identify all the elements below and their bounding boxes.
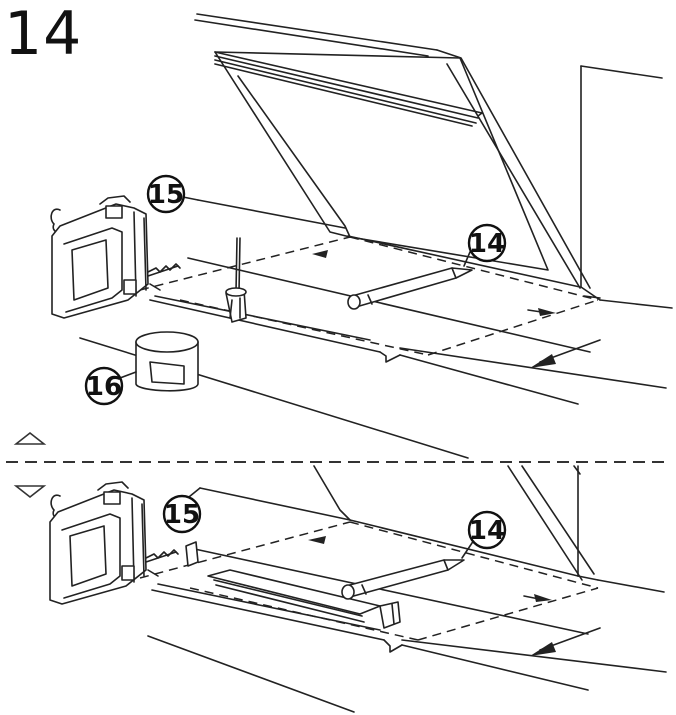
- callout-top-tape: 16: [84, 366, 137, 406]
- callout-bottom-pencil: 14: [461, 510, 507, 559]
- callout-bottom-pencil-label: 14: [469, 516, 505, 546]
- top-marker-pen: [225, 237, 247, 323]
- callout-top-pencil: 14: [463, 223, 507, 267]
- bottom-groove: [185, 541, 401, 629]
- top-pencil: [347, 267, 473, 310]
- top-right-wall: [580, 65, 673, 309]
- callout-top-pencil-label: 14: [469, 229, 505, 259]
- callout-top-saw: 15: [146, 174, 199, 214]
- bottom-arrows: [308, 536, 601, 656]
- bottom-lid: [313, 465, 595, 581]
- bottom-floor: [147, 487, 667, 713]
- bottom-cut-outline: [139, 521, 599, 641]
- bottom-pencil: [341, 559, 465, 600]
- panel-separator: [6, 431, 670, 499]
- top-scene: [50, 13, 673, 459]
- callout-top-tape-label: 16: [86, 372, 122, 402]
- top-jigsaw: [50, 195, 181, 319]
- top-cut-outline: [139, 236, 599, 356]
- callout-top-saw-label: 15: [148, 180, 184, 210]
- bottom-jigsaw: [49, 481, 179, 605]
- top-floor: [79, 199, 667, 459]
- top-arrows: [312, 250, 601, 368]
- triangle-up-marker: [13, 431, 47, 445]
- callout-bottom-saw-label: 15: [164, 500, 200, 530]
- triangle-down-marker: [13, 485, 47, 499]
- bottom-scene: [49, 465, 667, 713]
- callout-bottom-saw: 15: [162, 487, 202, 534]
- top-lid: [194, 13, 591, 289]
- step-number: 14: [4, 0, 83, 69]
- top-tape-roll: [135, 331, 199, 392]
